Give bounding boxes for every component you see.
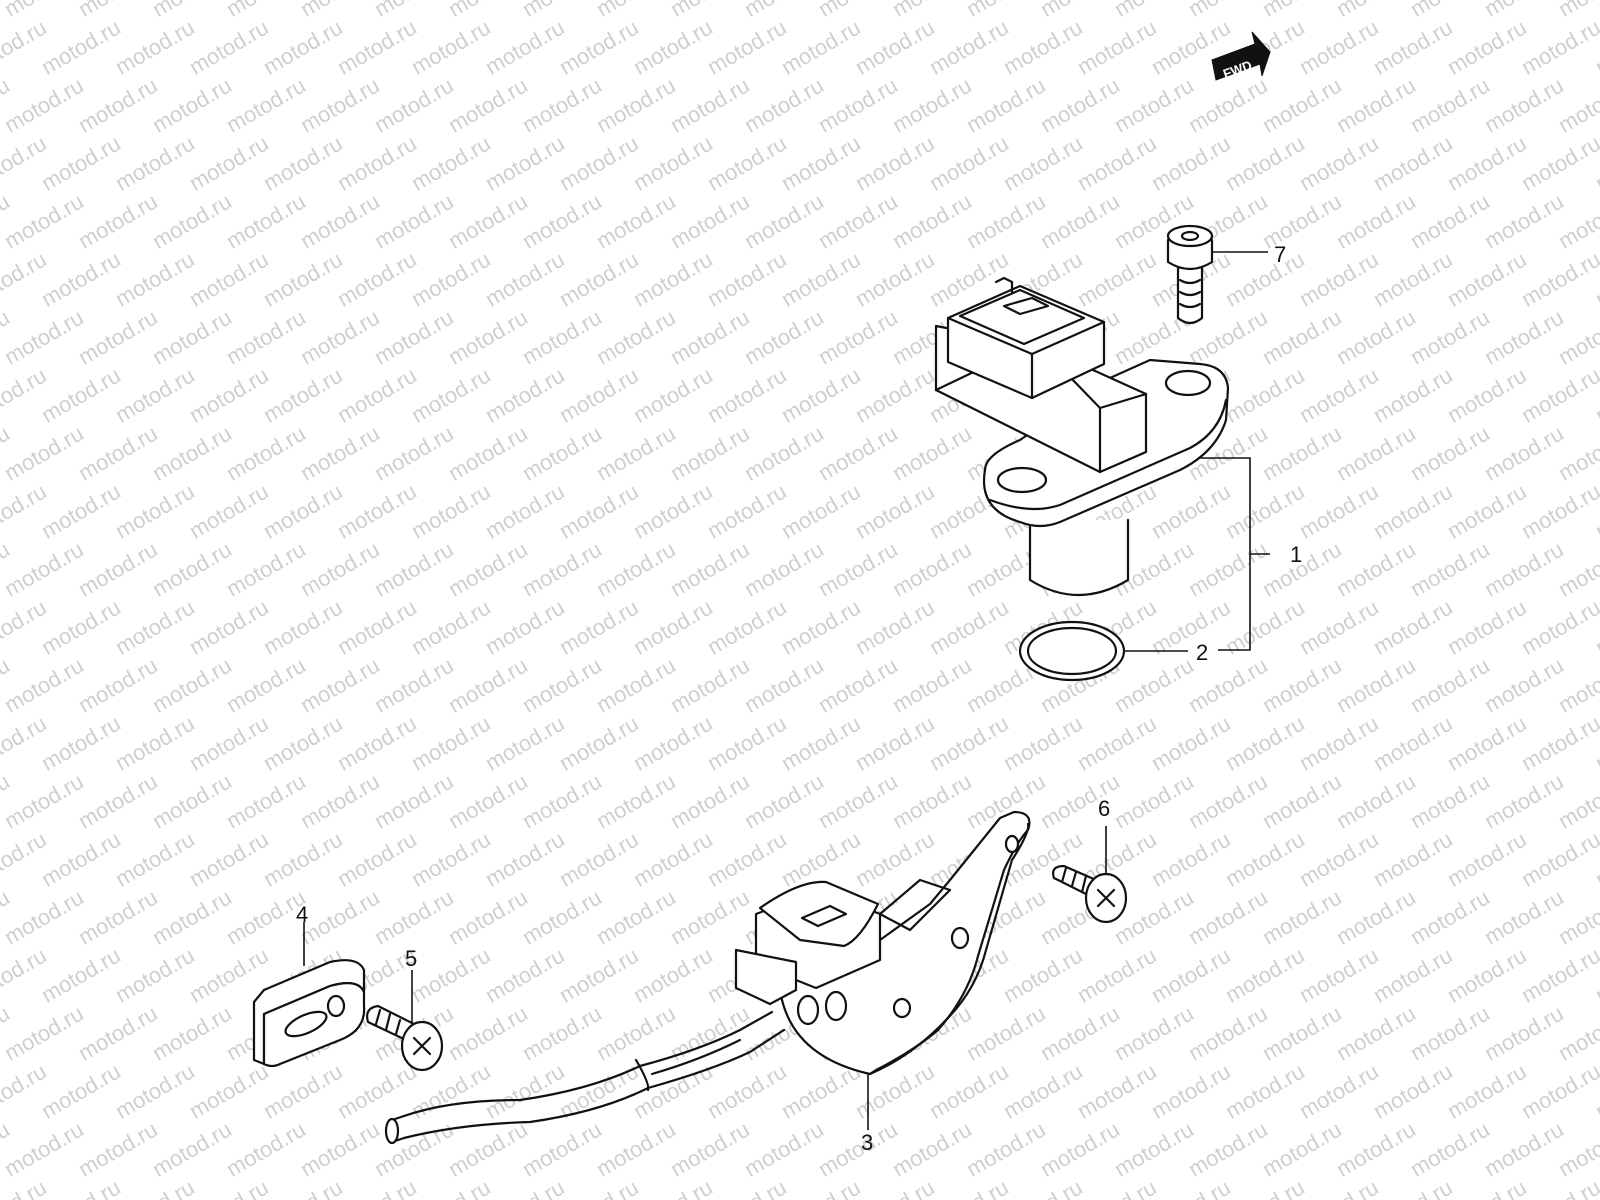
callout-4: 4 (296, 902, 308, 927)
part-5-screw[interactable] (366, 970, 444, 1072)
fwd-arrow-icon: FWD (1211, 31, 1271, 82)
callout-7: 7 (1274, 242, 1286, 267)
callout-1: 1 (1290, 542, 1302, 567)
callout-2: 2 (1196, 640, 1208, 665)
part-2-o-ring[interactable] (1018, 620, 1188, 682)
part-6-screw[interactable] (1052, 826, 1128, 924)
part-4-clamp[interactable] (252, 922, 366, 1068)
callout-3: 3 (861, 1130, 873, 1155)
part-3-bracket-sensor[interactable] (384, 810, 1031, 1145)
part-7-bolt[interactable] (1166, 224, 1268, 325)
callout-5: 5 (405, 946, 417, 971)
part-1-sensor[interactable] (934, 276, 1270, 651)
callout-6: 6 (1098, 796, 1110, 821)
